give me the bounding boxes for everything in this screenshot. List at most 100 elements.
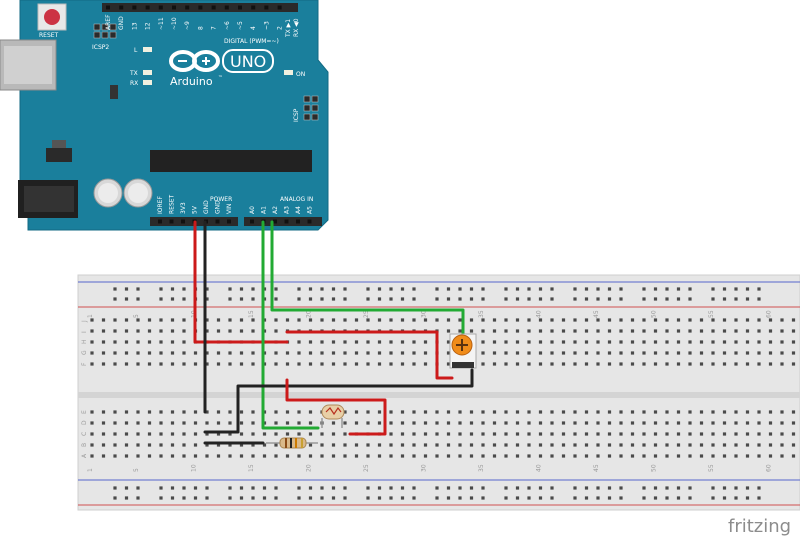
rail-hole: [343, 486, 347, 490]
breadboard-hole: [239, 432, 244, 436]
power-header-pin: [215, 219, 220, 224]
digital-pin-label: ~3: [263, 21, 270, 30]
rail-hole: [366, 486, 370, 490]
breadboard-hole: [170, 351, 175, 355]
breadboard-hole: [320, 432, 324, 436]
reset-button[interactable]: [37, 3, 67, 31]
breadboard-hole: [665, 432, 669, 436]
breadboard-hole: [308, 362, 313, 366]
resistor[interactable]: [266, 437, 318, 449]
rail-hole: [331, 297, 336, 301]
rail-hole: [331, 287, 336, 291]
rail-hole: [228, 486, 232, 490]
breadboard-hole: [251, 318, 255, 322]
breadboard-hole: [366, 318, 370, 322]
breadboard-hole: [435, 432, 439, 436]
rail-hole: [239, 486, 244, 490]
breadboard-hole: [147, 351, 152, 355]
breadboard-hole: [665, 329, 669, 333]
rail-hole: [515, 297, 520, 301]
breadboard-hole: [446, 329, 451, 333]
breadboard-hole: [768, 432, 773, 436]
breadboard-hole: [412, 362, 416, 366]
breadboard-hole: [481, 329, 485, 333]
breadboard-hole: [216, 421, 221, 425]
breadboard-hole: [699, 362, 704, 366]
rail-hole: [653, 287, 658, 291]
breadboard-hole: [366, 454, 370, 458]
rail-hole: [297, 496, 301, 500]
logo-loop-right: [192, 50, 220, 72]
rail-hole: [619, 287, 623, 291]
rail-hole: [435, 486, 439, 490]
rail-hole: [113, 496, 117, 500]
breadboard-hole: [550, 421, 554, 425]
breadboard-hole: [642, 421, 646, 425]
breadboard-hole: [239, 351, 244, 355]
breadboard-hole: [136, 421, 140, 425]
breadboard-hole: [745, 362, 750, 366]
header-pin: [145, 5, 150, 10]
rail-hole: [722, 496, 727, 500]
breadboard-hole: [389, 362, 393, 366]
breadboard-hole: [423, 432, 428, 436]
rail-hole: [308, 297, 313, 301]
rail-hole: [527, 287, 531, 291]
breadboard-hole: [354, 318, 359, 322]
breadboard-hole: [320, 454, 324, 458]
arduino-logo: [169, 50, 220, 72]
breadboard-hole: [745, 421, 750, 425]
breadboard-hole: [492, 454, 497, 458]
breadboard-hole: [619, 329, 623, 333]
breadboard-hole: [216, 329, 221, 333]
breadboard-hole: [469, 443, 474, 447]
breadboard-hole: [711, 421, 715, 425]
breadboard-hole: [147, 329, 152, 333]
breadboard-hole: [262, 432, 267, 436]
breadboard-hole: [251, 351, 255, 355]
breadboard-hole: [228, 443, 232, 447]
rail-hole: [205, 486, 209, 490]
breadboard-hole: [423, 362, 428, 366]
breadboard-hole: [515, 351, 520, 355]
breadboard-hole: [101, 432, 106, 436]
breadboard-hole: [285, 318, 290, 322]
breadboard-hole: [389, 454, 393, 458]
breadboard-hole: [182, 443, 186, 447]
breadboard-hole: [147, 443, 152, 447]
photoresistor[interactable]: [321, 404, 345, 428]
breadboard-hole: [216, 362, 221, 366]
breadboard-hole: [538, 351, 543, 355]
breadboard-hole: [458, 454, 462, 458]
breadboard-hole: [124, 340, 129, 344]
reset-button-cap[interactable]: [44, 9, 60, 25]
breadboard-hole: [515, 340, 520, 344]
column-number: 60: [766, 464, 773, 472]
breadboard-hole: [469, 432, 474, 436]
breadboard-hole: [676, 318, 681, 322]
breadboard-hole: [239, 443, 244, 447]
capacitor-right-top: [128, 183, 148, 203]
breadboard-hole: [124, 443, 129, 447]
rail-hole: [343, 297, 347, 301]
breadboard-hole: [527, 329, 531, 333]
breadboard-hole: [515, 421, 520, 425]
breadboard-hole: [389, 432, 393, 436]
breadboard-hole: [354, 340, 359, 344]
rail-hole: [377, 297, 382, 301]
breadboard-hole: [584, 454, 589, 458]
rail-hole: [711, 297, 715, 301]
breadboard-hole: [538, 443, 543, 447]
breadboard-hole: [412, 454, 416, 458]
breadboard-hole: [182, 351, 186, 355]
breadboard-hole: [722, 410, 727, 414]
breadboard-hole: [147, 421, 152, 425]
breadboard-hole: [251, 410, 255, 414]
breadboard-hole: [699, 432, 704, 436]
analog-pin-label: A0: [249, 206, 256, 214]
breadboard-hole: [458, 432, 462, 436]
breadboard-hole: [504, 443, 508, 447]
breadboard-hole: [343, 443, 347, 447]
potentiometer[interactable]: [449, 333, 477, 369]
